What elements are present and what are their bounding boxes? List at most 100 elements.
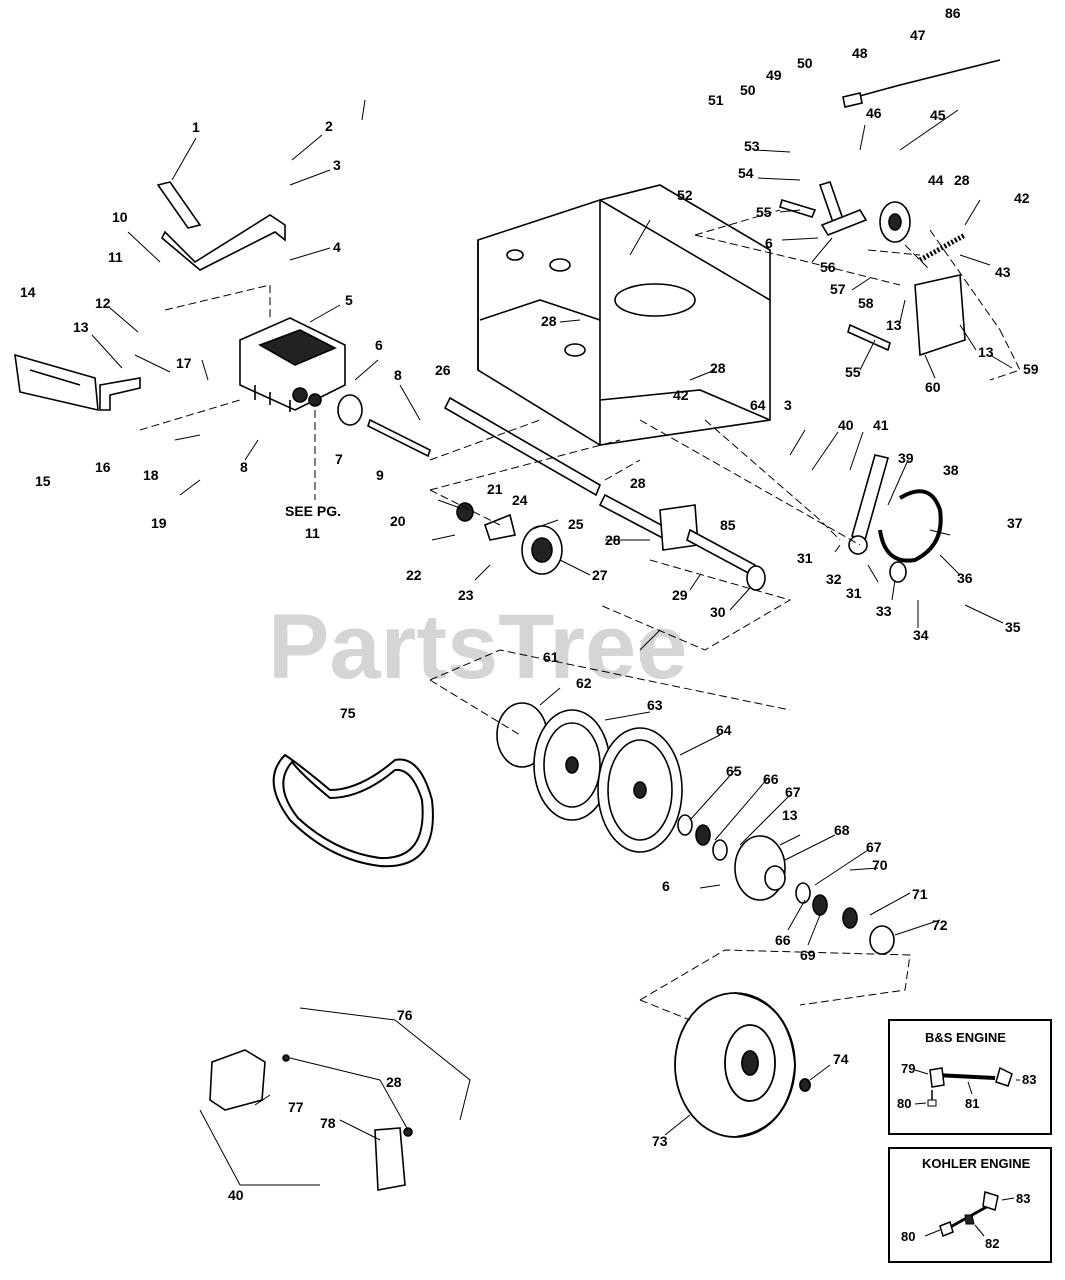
callout-19: 19 <box>151 515 167 531</box>
callout-13: 13 <box>73 319 89 335</box>
inset-kohler-title: KOHLER ENGINE <box>922 1156 1031 1171</box>
callout-31b: 31 <box>846 585 862 601</box>
callout-10: 10 <box>112 209 128 225</box>
shaft-9 <box>337 394 431 458</box>
inset-kohler-engine: KOHLER ENGINE 80 82 83 <box>888 1147 1052 1263</box>
callout-17: 17 <box>176 355 192 371</box>
callout-49: 49 <box>766 67 782 83</box>
callout-60: 60 <box>925 379 941 395</box>
callout-12: 12 <box>95 295 111 311</box>
callout-64b: 64 <box>750 397 766 413</box>
callout-23: 23 <box>458 587 474 603</box>
callout-41: 41 <box>873 417 889 433</box>
callout-54: 54 <box>738 165 754 181</box>
callout-6b: 6 <box>765 235 773 251</box>
callout-65: 65 <box>726 763 742 779</box>
drive-pulleys <box>496 702 683 853</box>
transmission-5 <box>239 317 346 412</box>
callout-64: 64 <box>716 722 732 738</box>
callout-28: 28 <box>541 313 557 329</box>
callout-61: 61 <box>543 649 559 665</box>
callout-42: 42 <box>673 387 689 403</box>
callout-4: 4 <box>333 239 341 255</box>
see-note-line2: 11 <box>305 525 320 541</box>
callout-77: 77 <box>288 1099 304 1115</box>
watermark-text: PartsTree <box>268 596 687 698</box>
callout-50: 50 <box>740 82 756 98</box>
callout-68: 68 <box>834 822 850 838</box>
callout-51: 51 <box>708 92 724 108</box>
callout-67b: 67 <box>866 839 882 855</box>
callout-28b: 28 <box>710 360 726 376</box>
callout-42b: 42 <box>1014 190 1030 206</box>
callout-36: 36 <box>957 570 973 586</box>
callout-47: 47 <box>910 27 926 43</box>
tire-73 <box>674 992 811 1138</box>
see-note-line1: SEE PG. <box>285 503 341 519</box>
callout-14: 14 <box>20 284 36 300</box>
callout-15: 15 <box>35 473 51 489</box>
callout-59: 59 <box>1023 361 1039 377</box>
inset-bs-label-81: 81 <box>965 1096 979 1111</box>
callout-3: 3 <box>333 157 341 173</box>
chassis-frame <box>477 184 771 446</box>
callout-50b: 50 <box>797 55 813 71</box>
lever-10 <box>156 181 286 271</box>
inset-kohler-label-80: 80 <box>901 1229 915 1244</box>
callout-69: 69 <box>800 947 816 963</box>
callout-40b: 40 <box>228 1187 244 1203</box>
wheel-hub <box>677 814 895 955</box>
callout-6: 6 <box>375 337 383 353</box>
callout-71: 71 <box>912 886 928 902</box>
inset-kohler-label-83: 83 <box>1016 1191 1030 1206</box>
callout-27: 27 <box>592 567 608 583</box>
callout-28f: 28 <box>386 1074 402 1090</box>
callout-5: 5 <box>345 292 353 308</box>
idler-assembly <box>779 59 1001 357</box>
inset-bs-title: B&S ENGINE <box>925 1030 1006 1045</box>
pulley-group <box>456 502 563 575</box>
callout-78: 78 <box>320 1115 336 1131</box>
callout-29: 29 <box>672 587 688 603</box>
callout-55: 55 <box>756 204 772 220</box>
callout-31: 31 <box>797 550 813 566</box>
callout-62: 62 <box>576 675 592 691</box>
phantom-lines <box>139 209 1021 1021</box>
callout-57: 57 <box>830 281 846 297</box>
callout-75: 75 <box>340 705 356 721</box>
callout-40: 40 <box>838 417 854 433</box>
callout-1: 1 <box>192 119 200 135</box>
bracket-14 <box>14 353 141 412</box>
callout-6c: 6 <box>662 878 670 894</box>
callout-44: 44 <box>928 172 944 188</box>
callout-20: 20 <box>390 513 406 529</box>
callout-13b: 13 <box>886 317 902 333</box>
callout-35: 35 <box>1005 619 1021 635</box>
callout-38: 38 <box>943 462 959 478</box>
callout-labels: 1 2 3 3 4 5 6 6 6 7 8 8 9 10 11 12 13 13… <box>20 5 1039 1203</box>
callout-73: 73 <box>652 1133 668 1149</box>
callout-39: 39 <box>898 450 914 466</box>
callout-37: 37 <box>1007 515 1023 531</box>
callout-86: 86 <box>945 5 961 21</box>
callout-28e: 28 <box>954 172 970 188</box>
callout-43: 43 <box>995 264 1011 280</box>
callout-67: 67 <box>785 784 801 800</box>
callout-24: 24 <box>512 492 528 508</box>
callout-25: 25 <box>568 516 584 532</box>
callout-46: 46 <box>866 105 882 121</box>
callout-30: 30 <box>710 604 726 620</box>
callout-48: 48 <box>852 45 868 61</box>
brake-assembly <box>848 454 943 583</box>
callout-58: 58 <box>858 295 874 311</box>
callout-74: 74 <box>833 1051 849 1067</box>
callout-21: 21 <box>487 481 503 497</box>
leader-lines <box>91 99 1013 1186</box>
inset-bs-label-80: 80 <box>897 1096 911 1111</box>
callout-70: 70 <box>872 857 888 873</box>
callout-52: 52 <box>677 187 693 203</box>
callout-66b: 66 <box>775 932 791 948</box>
callout-28c: 28 <box>630 475 646 491</box>
